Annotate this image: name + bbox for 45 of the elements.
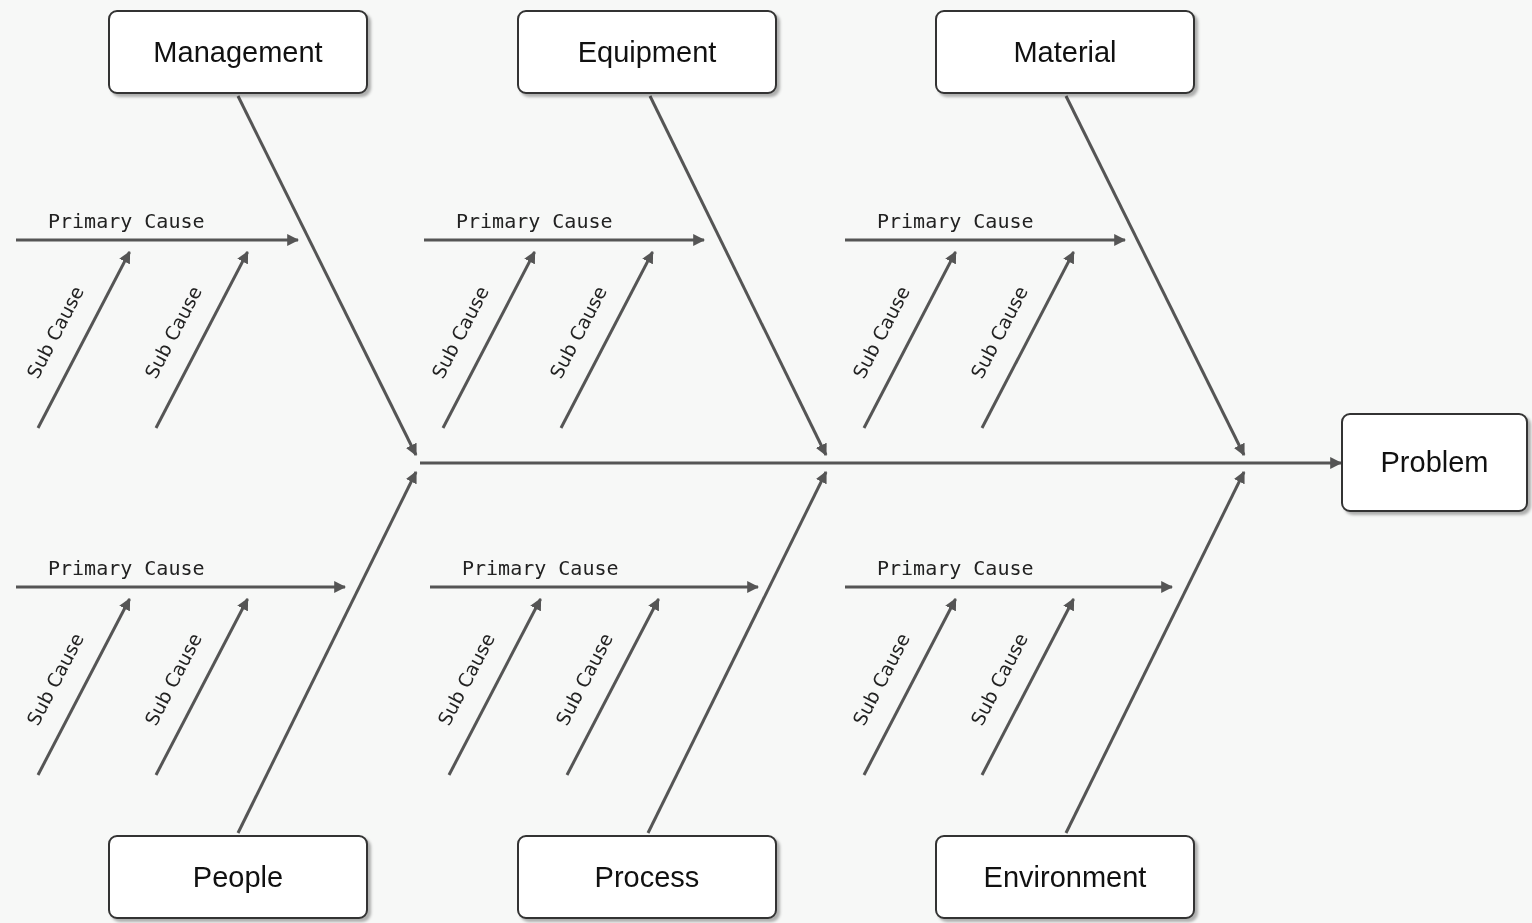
- arrow: [565, 597, 660, 776]
- arrow: [845, 581, 1174, 593]
- arrow: [16, 581, 347, 593]
- arrow: [1064, 470, 1246, 834]
- arrow: [845, 234, 1127, 246]
- category-box: [935, 10, 1195, 94]
- cause-label: Primary Cause: [456, 208, 613, 234]
- arrow: [430, 581, 760, 593]
- arrow: [559, 250, 654, 429]
- cause-label: Primary Cause: [48, 208, 205, 234]
- arrow: [1064, 95, 1246, 457]
- category-box: [517, 10, 777, 94]
- cause-label: Primary Cause: [877, 555, 1034, 581]
- arrow: [447, 597, 542, 776]
- arrow: [154, 597, 249, 776]
- arrow: [980, 250, 1075, 429]
- category-label: Management: [153, 35, 323, 69]
- arrow: [862, 250, 957, 429]
- cause-label: Primary Cause: [462, 555, 619, 581]
- category-label: Problem: [1380, 446, 1489, 479]
- category-box: [108, 835, 368, 919]
- arrow: [36, 250, 131, 429]
- category-box: [1341, 413, 1528, 512]
- arrow: [36, 597, 131, 776]
- category-label: Material: [1013, 35, 1117, 69]
- category-label: Equipment: [577, 35, 717, 69]
- arrow: [16, 234, 300, 246]
- cause-label: Primary Cause: [48, 555, 205, 581]
- category-label: Process: [594, 860, 700, 894]
- cause-label: Primary Cause: [877, 208, 1034, 234]
- arrow: [424, 234, 706, 246]
- arrow: [441, 250, 536, 429]
- arrow: [154, 250, 249, 429]
- category-label: Environment: [983, 860, 1147, 894]
- category-label: People: [192, 860, 284, 894]
- arrow: [862, 597, 957, 776]
- arrow: [646, 470, 828, 834]
- arrow: [236, 470, 418, 834]
- arrow: [648, 95, 828, 457]
- arrow: [980, 597, 1075, 776]
- category-box: [108, 10, 368, 94]
- arrow: [236, 95, 418, 457]
- category-box: [517, 835, 777, 919]
- arrow: [420, 457, 1343, 469]
- category-box: [935, 835, 1195, 919]
